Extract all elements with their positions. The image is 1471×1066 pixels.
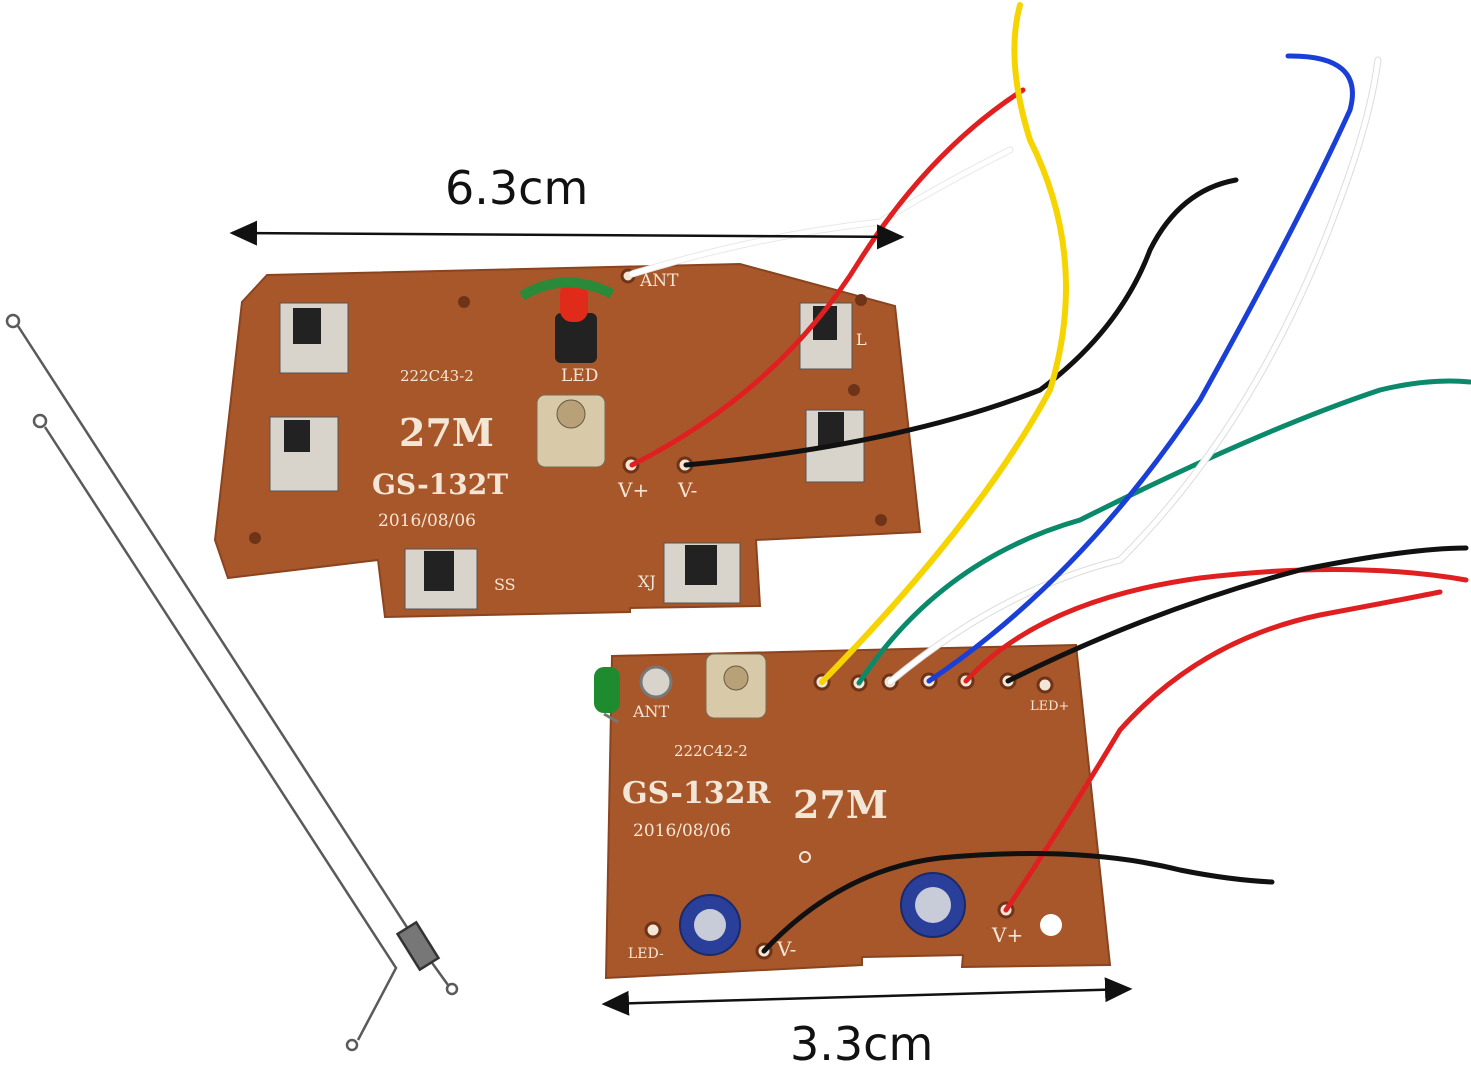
- tx-ant-label: ANT: [639, 271, 679, 291]
- tx-led-label: LED: [561, 366, 598, 386]
- dimension-arrow-bottom: [601, 977, 1133, 1016]
- tx-vminus-label: V-: [677, 478, 697, 502]
- tx-code: 222C43-2: [400, 367, 474, 385]
- rx-inductor: [594, 667, 620, 724]
- tx-model: GS-132T: [372, 468, 508, 501]
- rx-vplus-label: V+: [991, 923, 1023, 947]
- receiver-board: 222C42-2 GS-132R 27M 2016/08/06 ANT LED+…: [594, 643, 1112, 980]
- rx-code: 222C42-2: [674, 742, 748, 760]
- tx-xj-label: XJ: [638, 572, 656, 591]
- tx-buttons: [269, 302, 865, 610]
- rx-freq: 27M: [793, 782, 888, 827]
- rx-date: 2016/08/06: [633, 821, 731, 841]
- tx-l-label: L: [856, 330, 867, 349]
- capacitors: [679, 872, 966, 956]
- dimension-label-top: 6.3cm: [445, 161, 588, 215]
- rx-trimmer: [705, 653, 767, 719]
- tx-ss-label: SS: [494, 575, 516, 594]
- dimension-label-bottom: 3.3cm: [790, 1017, 933, 1066]
- rx-led-minus-label: LED-: [628, 946, 664, 962]
- transmitter-board: 222C43-2 27M GS-132T 2016/08/06 LED ANT …: [213, 262, 922, 619]
- led-component: [519, 277, 615, 363]
- antenna-wires: [5, 313, 459, 1052]
- tx-vplus-label: V+: [617, 478, 649, 502]
- rx-ant-label: ANT: [632, 702, 670, 721]
- dimension-arrow-top: [229, 220, 905, 250]
- tx-inductor: [536, 394, 606, 468]
- rx-model: GS-132R: [622, 776, 771, 811]
- rx-led-plus-label: LED+: [1030, 699, 1069, 714]
- rx-vminus-label: V-: [776, 937, 796, 961]
- tx-date: 2016/08/06: [378, 511, 476, 531]
- tx-freq: 27M: [399, 410, 494, 455]
